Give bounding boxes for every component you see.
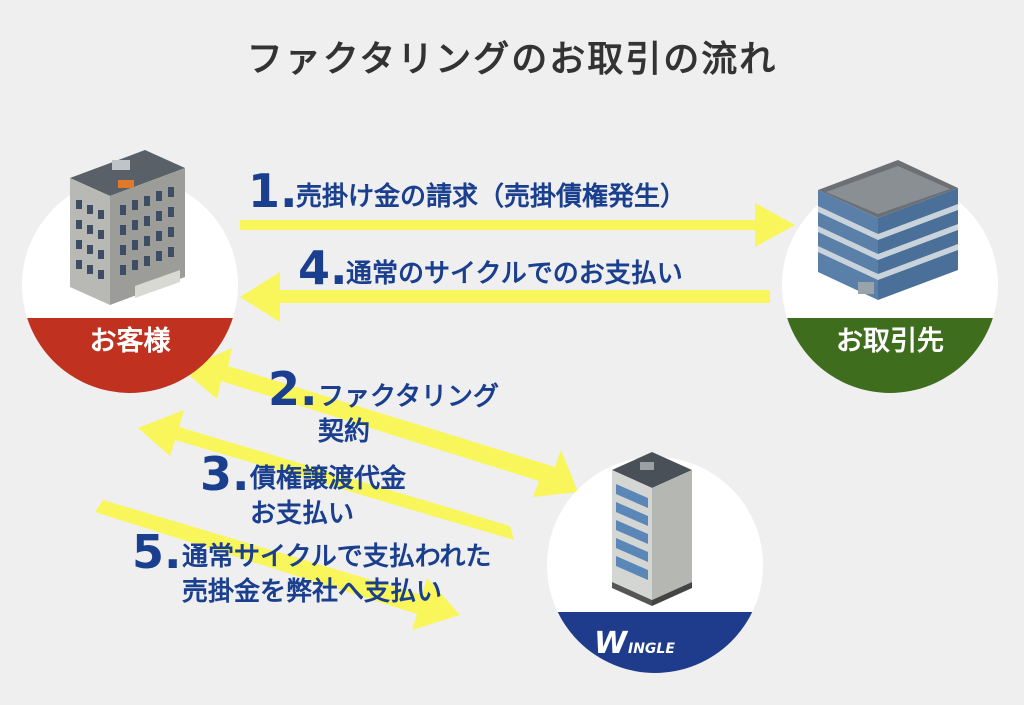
- customer-node: お客様: [22, 150, 238, 393]
- arrow-step-3: [138, 410, 514, 540]
- step-5-number: 5.: [132, 525, 181, 579]
- step-4-text: 通常のサイクルでのお支払い: [346, 259, 683, 289]
- step-4-number: 4.: [298, 241, 347, 295]
- step-2-number: 2.: [268, 362, 317, 416]
- step-1-text: 売掛け金の請求（売掛債権発生）: [296, 181, 686, 212]
- step-5-text-line-2: 売掛金を弊社へ支払い: [182, 576, 442, 607]
- partner-label: お取引先: [836, 326, 944, 357]
- step-3-text-line-2: お支払い: [250, 499, 354, 529]
- step-2-label: 2. ファクタリング 契約: [268, 362, 499, 447]
- step-1-label: 1. 売掛け金の請求（売掛債権発生）: [248, 164, 686, 218]
- customer-building-icon: [70, 150, 185, 305]
- partner-building-icon: [818, 160, 958, 300]
- step-3-text-line-1: 債権譲渡代金: [249, 463, 407, 494]
- step-2-text-line-2: 契約: [317, 416, 370, 447]
- wingle-logo-text: INGLE: [628, 641, 675, 657]
- step-1-number: 1.: [248, 164, 297, 218]
- step-5-text-line-1: 通常サイクルで支払われた: [182, 542, 491, 572]
- wingle-node: W INGLE: [547, 452, 763, 673]
- partner-node: お取引先: [782, 160, 998, 393]
- step-3-number: 3.: [200, 447, 249, 501]
- step-4-label: 4. 通常のサイクルでのお支払い: [298, 241, 683, 295]
- customer-label: お客様: [90, 325, 172, 357]
- wingle-logo: W INGLE: [594, 626, 675, 661]
- arrow-step-5: [95, 500, 460, 630]
- step-5-label: 5. 通常サイクルで支払われた 売掛金を弊社へ支払い: [132, 525, 491, 607]
- arrow-step-2: [183, 348, 578, 497]
- step-3-label: 3. 債権譲渡代金 お支払い: [200, 447, 407, 529]
- arrow-step-4: [240, 272, 770, 322]
- wingle-logo-initial: W: [594, 626, 629, 661]
- wingle-building-icon: [612, 452, 692, 606]
- arrow-step-1: [240, 203, 795, 247]
- step-2-text-line-1: ファクタリング: [318, 382, 499, 412]
- page-title: ファクタリングのお取引の流れ: [246, 39, 778, 80]
